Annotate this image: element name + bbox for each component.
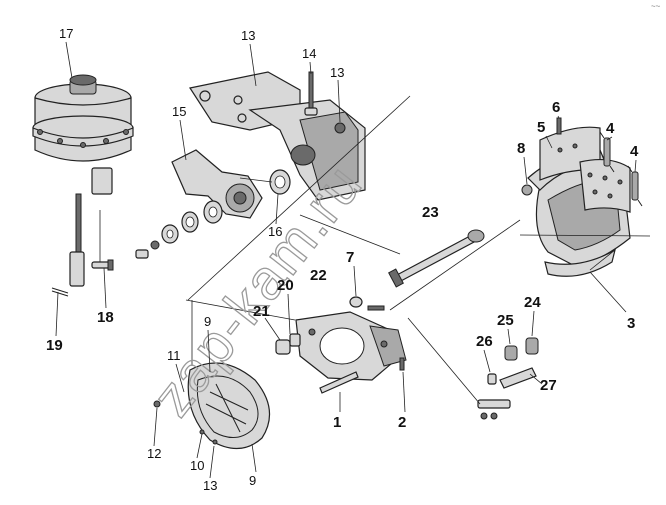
callout-12: 11: [167, 348, 181, 363]
clevis-pin: [91, 259, 114, 271]
callout-7: 8: [517, 140, 525, 157]
callout-4a: 4: [606, 120, 615, 137]
assembly-lines: [99, 95, 651, 405]
spider-bolt: [319, 371, 359, 394]
callout-28: 26: [476, 333, 493, 350]
callout-3: 3: [627, 315, 635, 332]
washer-18: [269, 169, 291, 195]
dust-shield: [187, 362, 271, 450]
callout-15: 13: [330, 65, 344, 80]
callout-2: 2: [398, 414, 406, 431]
brake-chamber: [32, 74, 134, 287]
callout-5: 5: [537, 119, 545, 136]
callout-25: 23: [422, 204, 439, 221]
shaft-washers: [135, 200, 223, 259]
callout-1: 1: [333, 414, 341, 431]
callout-29: 27: [540, 377, 557, 394]
callout-17: 15: [172, 104, 186, 119]
callout-8: 7: [346, 249, 354, 266]
callout-18: 16: [268, 224, 282, 239]
corner-mark: ~~: [651, 2, 661, 11]
label-leaders: [55, 41, 637, 479]
shield-screws: [153, 400, 218, 445]
callout-27: 25: [497, 312, 514, 329]
bushing: [275, 333, 301, 355]
callout-23: 21: [253, 303, 270, 320]
brake-spider: [295, 311, 407, 381]
callout-24: 22: [310, 267, 327, 284]
callout-21: 19: [46, 337, 63, 354]
callout-11: 10: [190, 458, 204, 473]
callout-19: 17: [59, 26, 73, 41]
callout-13b: 13: [203, 478, 217, 493]
brake-shoes-assembly: [521, 126, 631, 277]
spider-stud: [399, 357, 405, 371]
callout-6: 6: [552, 99, 560, 116]
callout-13a: 12: [147, 446, 161, 461]
callout-9: 9: [204, 314, 211, 329]
camshaft: [388, 229, 485, 288]
return-springs: [599, 131, 643, 207]
seal-ring: [349, 296, 385, 311]
callout-14: 13: [241, 28, 255, 43]
slack-adjuster: [171, 149, 263, 219]
bracket-nut-15: [334, 122, 346, 134]
callout-20: 18: [97, 309, 114, 326]
callout-4b: 4: [630, 143, 639, 160]
callout-26: 24: [524, 294, 541, 311]
callout-22: 20: [277, 277, 294, 294]
callout-16: 14: [302, 46, 316, 61]
bracket-bolt-16: [304, 71, 318, 116]
anchor-pin-6: [556, 117, 562, 135]
cotter-pin: [51, 287, 69, 297]
callout-10: 9: [249, 473, 256, 488]
callout-labels: 17 13 14 13 15 16 18 19 20 22 7 21 23 6 …: [46, 26, 639, 493]
adjuster-kit: [477, 337, 539, 420]
